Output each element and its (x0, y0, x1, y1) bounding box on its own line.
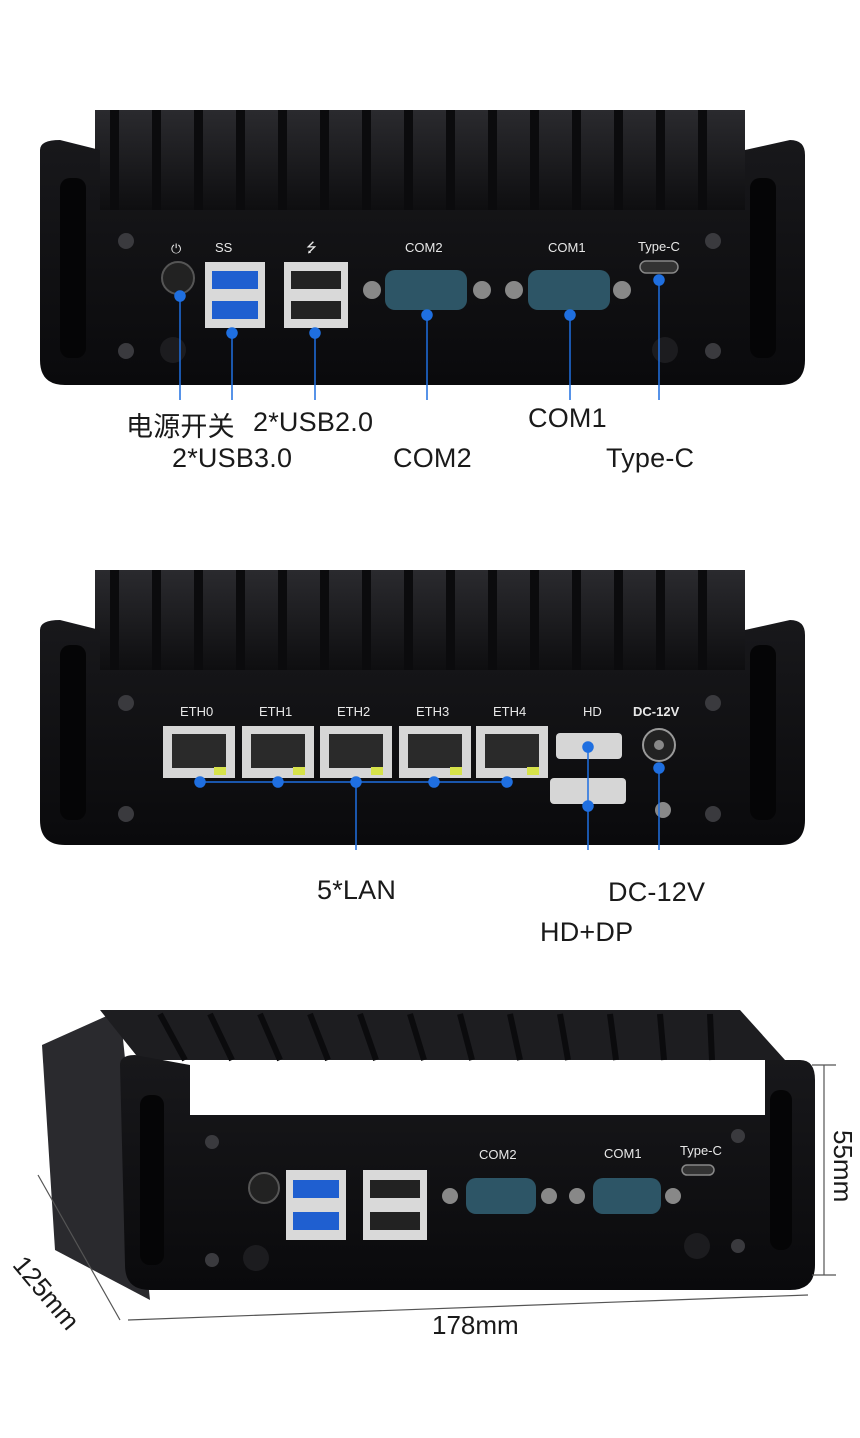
dimension-width: 178mm (432, 1310, 519, 1340)
typec-port[interactable] (639, 260, 679, 274)
usb3-ss-label: SS (215, 240, 233, 255)
front-panel-illustration: ⏻ SS ⭍ COM2 COM1 Type-C (40, 110, 805, 400)
callout-lan: 5*LAN (317, 875, 397, 905)
com1-silk-label: COM1 (548, 240, 586, 255)
callout-com2: COM2 (393, 443, 472, 473)
heatsink-fins (95, 570, 745, 670)
power-button[interactable] (248, 1172, 280, 1204)
eth4-silk-label: ETH4 (493, 704, 526, 719)
callout-usb2: 2*USB2.0 (253, 407, 374, 437)
callout-dc: DC-12V (608, 877, 706, 907)
dc-silk-label: DC-12V (633, 704, 680, 719)
callout-com1: COM1 (528, 403, 607, 433)
com2-port[interactable] (466, 1178, 536, 1214)
power-symbol: ⏻ (171, 241, 181, 256)
com2-silk-label: COM2 (479, 1147, 517, 1162)
usb-symbol: ⭍ (306, 240, 317, 255)
com1-port[interactable] (593, 1178, 661, 1214)
dimension-lines (37, 1064, 836, 1321)
screw-icons (118, 233, 721, 359)
callout-leaders (194, 741, 665, 850)
callout-typec: Type-C (606, 443, 695, 473)
rear-panel-photo: ETH0 ETH1 ETH2 ETH3 ETH4 HD DC-12V 5*LAN… (0, 560, 860, 960)
eth1-silk-label: ETH1 (259, 704, 292, 719)
eth3-silk-label: ETH3 (416, 704, 449, 719)
rear-panel-illustration: ETH0 ETH1 ETH2 ETH3 ETH4 HD DC-12V (40, 570, 805, 850)
callout-power-switch: 电源开关 (126, 412, 235, 442)
com2-silk-label: COM2 (405, 240, 443, 255)
lan-ports (163, 726, 548, 778)
com1-silk-label: COM1 (604, 1146, 642, 1161)
perspective-illustration: COM2 COM1 Type-C (37, 1010, 836, 1321)
hdmi-silk-label: HD (583, 704, 602, 719)
front-panel-photo: ⏻ SS ⭍ COM2 COM1 Type-C 电源开 (0, 0, 860, 490)
dimension-height: 55mm (828, 1130, 858, 1203)
typec-silk-label: Type-C (680, 1143, 722, 1158)
callout-usb3: 2*USB3.0 (172, 443, 293, 473)
eth0-silk-label: ETH0 (180, 704, 213, 719)
typec-port[interactable] (681, 1164, 715, 1176)
ground-screw (655, 802, 671, 818)
typec-silk-label: Type-C (638, 239, 680, 254)
callout-hd-dp: HD+DP (540, 917, 634, 947)
eth2-silk-label: ETH2 (337, 704, 370, 719)
com1-port[interactable] (528, 270, 610, 310)
heatsink-fins (95, 110, 745, 210)
com2-port[interactable] (385, 270, 467, 310)
callout-leaders (174, 274, 665, 400)
perspective-photo: COM2 COM1 Type-C 125mm 178mm 55mm (0, 1000, 860, 1438)
power-button[interactable] (161, 261, 195, 295)
